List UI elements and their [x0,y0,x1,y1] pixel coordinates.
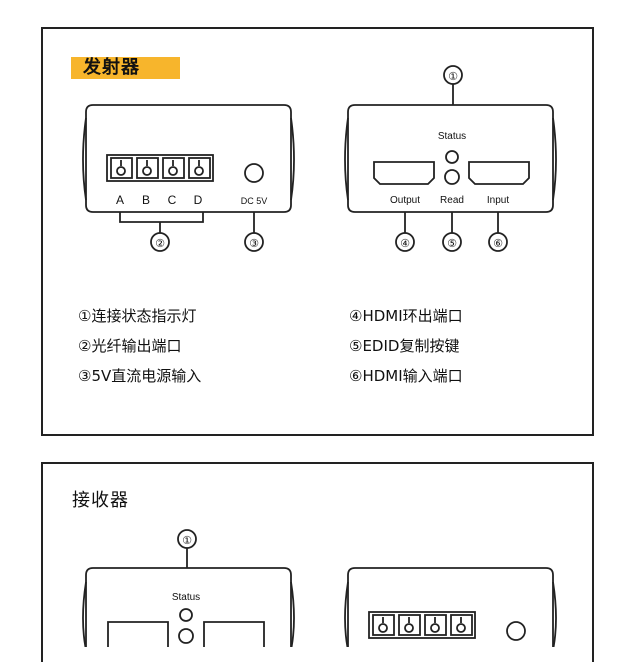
fiber-label-d: D [194,193,203,207]
fiber-label-c: C [168,193,177,207]
legend-left: ①连接状态指示灯 ②光纤输出端口 ③5V直流电源输入 [78,301,201,391]
transmitter-panel [41,27,594,436]
dc-power-jack-icon [244,163,264,183]
legend-item-edid-copy: ⑤EDID复制按键 [349,337,460,355]
legend-item-hdmi-loop-out: ④HDMI环出端口 [349,307,463,325]
fiber-port-b-icon [142,166,152,176]
transmitter-heading: 发射器 [71,57,180,79]
callout-6-circle [488,232,508,252]
rx-fiber-connector-block [368,611,476,639]
callout-1-label: ① [448,71,458,83]
tx-left-device-ear-right [290,117,295,201]
fiber-connector-block [106,154,214,182]
legend-item-status-led: ①连接状态指示灯 [78,307,197,325]
receiver-panel [41,462,594,662]
receiver-heading: 接收器 [72,490,129,511]
legend-item-fiber-output: ②光纤输出端口 [78,337,182,355]
rx-hdmi-right-port-icon [203,621,265,647]
fiber-port-c-icon [168,166,178,176]
legend-item-hdmi-input: ⑥HDMI输入端口 [349,367,463,385]
callout-6-label: ⑥ [493,238,503,250]
read-button-icon [444,169,460,185]
callout-2-circle [150,232,170,252]
rx-read-button-icon [178,628,194,644]
rx-callout-1-label: ① [182,535,192,547]
tx-right-device-outline [347,104,554,213]
rx-left-device-outline [85,567,292,647]
tx-left-device-outline [85,104,292,213]
callout-3-label: ③ [249,238,259,250]
fiber-label-b: B [142,193,150,207]
rx-right-device-outline [347,567,554,647]
input-label: Input [487,195,509,206]
fiber-port-d-icon [194,166,204,176]
status-led-icon [445,150,459,164]
rx-status-led-icon [179,608,193,622]
read-label: Read [440,195,464,206]
fiber-port-a-icon [116,166,126,176]
output-label: Output [390,195,420,206]
rx-status-label: Status [172,592,200,603]
fiber-label-a: A [116,193,124,207]
tx-left-device-ear-left [82,117,87,201]
callout-3-circle [244,232,264,252]
device-drawing: A B C D DC 5V Status Output Read Input ①… [82,65,557,647]
callout-5-circle [442,232,462,252]
status-label: Status [438,131,466,142]
legend-item-power-input: ③5V直流电源输入 [78,367,202,385]
callout-2-label: ② [155,238,165,250]
legend-right: ④HDMI环出端口 ⑤EDID复制按键 ⑥HDMI输入端口 [349,301,463,391]
callout-4-circle [395,232,415,252]
rx-dc-power-jack-icon [506,621,526,641]
hdmi-output-port-icon [373,161,435,185]
callout-4-label: ④ [400,238,410,250]
dc-power-label: DC 5V [241,196,268,206]
rx-hdmi-left-port-icon [107,621,169,647]
callout-5-label: ⑤ [447,238,457,250]
hdmi-input-port-icon [468,161,530,185]
